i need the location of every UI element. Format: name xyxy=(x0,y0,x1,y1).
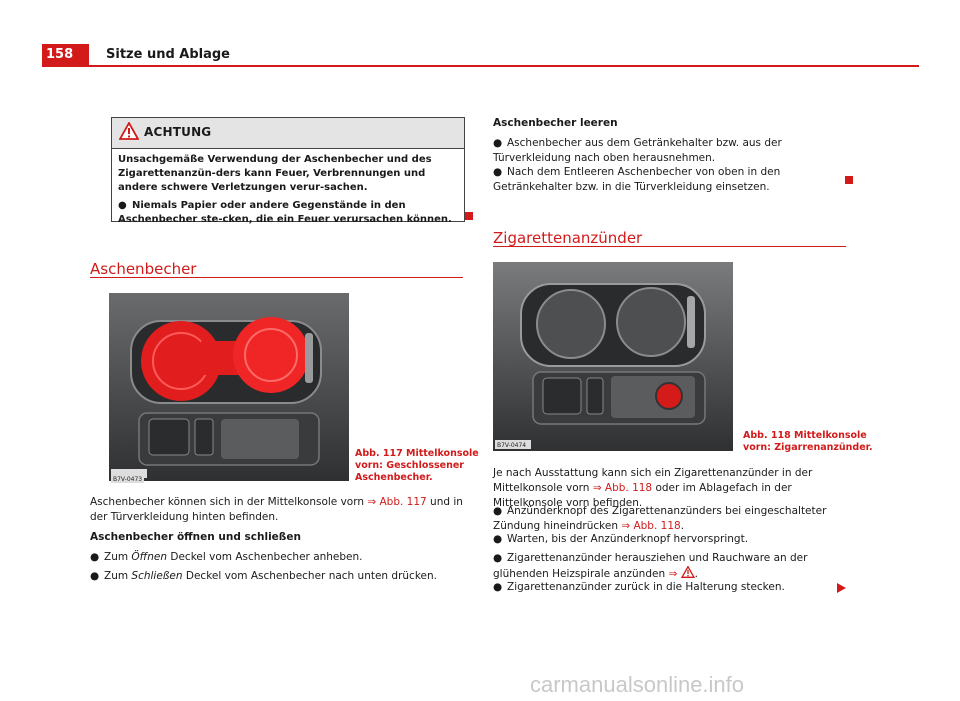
link-abb-117[interactable]: ⇒ Abb. 117 xyxy=(367,496,427,508)
center-console-ashtray-illustration xyxy=(109,293,349,481)
subhead-aschenbecher-leeren: Aschenbecher leeren xyxy=(493,117,618,129)
warning-box: ACHTUNG Unsachgemäße Verwendung der Asch… xyxy=(111,117,465,225)
bullet-anzuenden: ●Zigarettenanzünder herausziehen und Rau… xyxy=(493,552,808,580)
subhead-oeffnen-schliessen: Aschenbecher öffnen und schließen xyxy=(90,531,301,543)
section-rule xyxy=(493,246,846,247)
section-end-marker xyxy=(465,212,473,220)
warning-triangle-icon[interactable] xyxy=(680,565,695,578)
bullet-hineindruecken: ●Anzünderknopf des Zigarettenanzünders b… xyxy=(493,505,827,532)
paragraph-zigarettenanzuender: Je nach Ausstattung kann sich ein Zigare… xyxy=(493,467,813,509)
bullet-oeffnen: ●Zum Öffnen Deckel vom Aschenbecher anhe… xyxy=(90,551,363,563)
warning-label: ACHTUNG xyxy=(144,125,212,139)
header-rule xyxy=(42,65,919,67)
bullet-einsetzen: ●Nach dem Entleeren Aschenbecher von obe… xyxy=(493,166,781,193)
figure-118-caption: Abb. 118 Mittelkonsole vorn: Zigarrenanz… xyxy=(743,430,873,453)
paragraph-aschenbecher: Aschenbecher können sich in der Mittelko… xyxy=(90,496,463,523)
bullet-zurueckstecken: ●Zigarettenanzünder zurück in die Halter… xyxy=(493,581,785,593)
figure-id: B7V-0474 xyxy=(495,442,529,449)
watermark: carmanualsonline.info xyxy=(530,672,745,697)
warning-triangle-icon xyxy=(119,122,139,140)
figure-117-photo xyxy=(109,293,349,481)
arrow-right-icon xyxy=(837,583,846,593)
warning-header: ACHTUNG xyxy=(112,118,464,149)
figure-id: B7V-0473 xyxy=(111,476,145,483)
bullet-schliessen: ●Zum Schließen Deckel vom Aschenbecher n… xyxy=(90,570,437,582)
center-console-lighter-illustration xyxy=(493,262,733,451)
warning-bullet: ●Niemals Papier oder andere Gegenstände … xyxy=(118,200,452,225)
figure-118-photo xyxy=(493,262,733,451)
link-warning[interactable]: ⇒ xyxy=(668,568,678,580)
section-title-zigarettenanzuender: Zigarettenanzünder xyxy=(493,229,643,247)
link-abb-118[interactable]: ⇒ Abb. 118 xyxy=(592,482,653,494)
link-abb-118[interactable]: ⇒ Abb. 118 xyxy=(621,520,681,532)
section-title-aschenbecher: Aschenbecher xyxy=(90,260,197,278)
warning-text: Unsachgemäße Verwendung der Aschenbecher… xyxy=(118,154,432,193)
section-end-marker xyxy=(845,176,853,184)
bullet-warten: ●Warten, bis der Anzünderknopf hervorspr… xyxy=(493,533,749,545)
figure-117-caption: Abb. 117 Mittelkonsole vorn: Geschlossen… xyxy=(355,448,479,483)
section-rule xyxy=(90,277,463,278)
page-number: 158 xyxy=(42,44,89,66)
bullet-herausnehmen: ●Aschenbecher aus dem Getränkehalter bzw… xyxy=(493,137,782,164)
running-header-title: Sitze und Ablage xyxy=(106,47,231,62)
